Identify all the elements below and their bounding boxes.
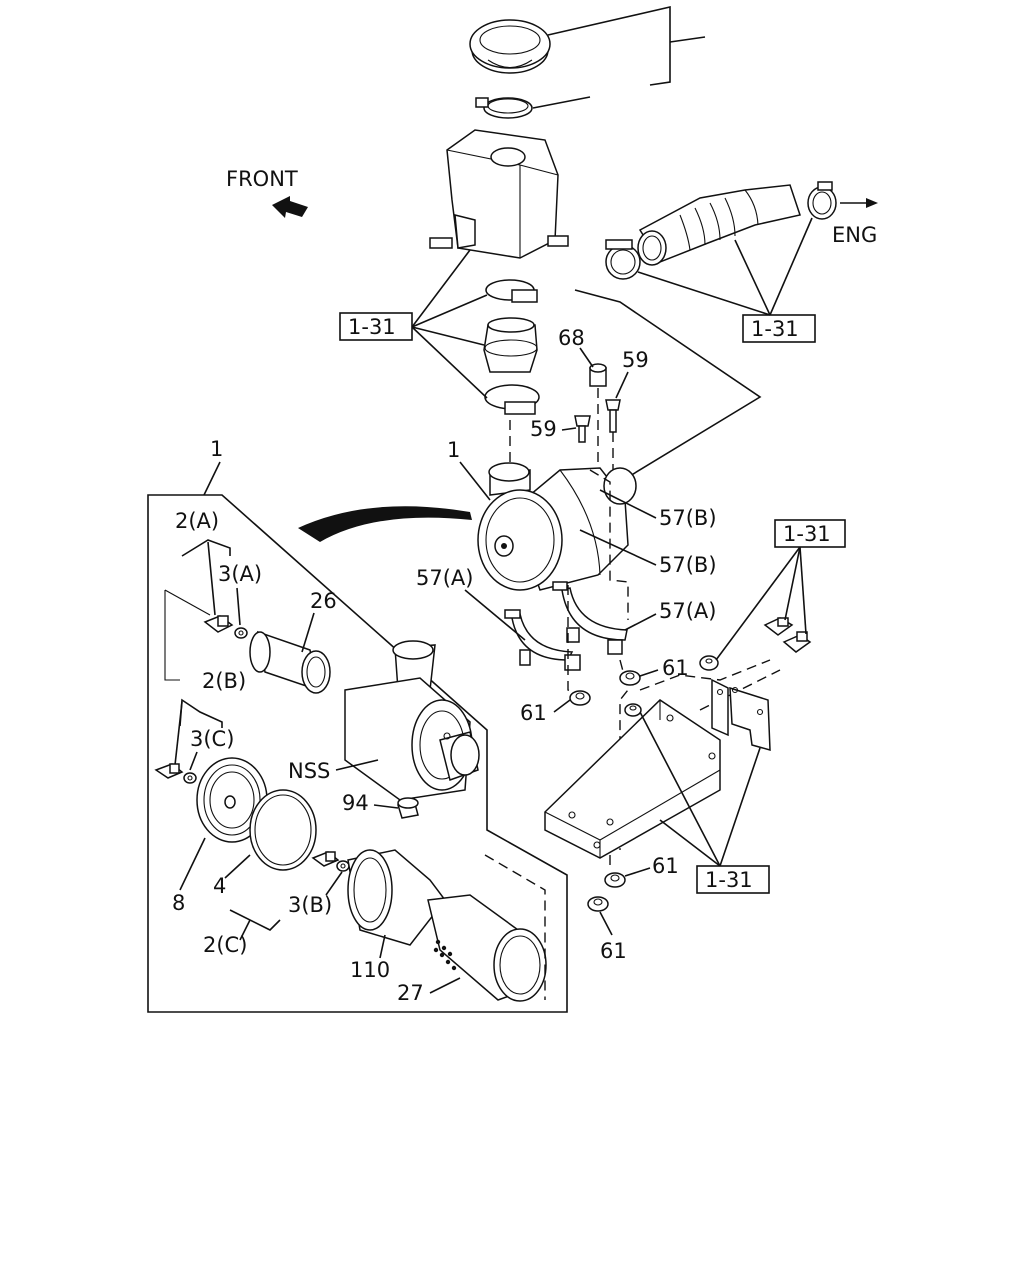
label-110: 110	[350, 958, 390, 982]
label-57b-1: 57(B)	[659, 506, 717, 530]
ref-box-2	[742, 314, 816, 343]
ref-1-31-b: 1-31	[751, 317, 799, 341]
strap-57a-right	[552, 581, 628, 655]
label-3c: 3(C)	[190, 727, 234, 751]
intake-hose	[605, 181, 837, 280]
washer-3a	[234, 627, 248, 639]
bolt-side-2	[782, 631, 812, 653]
hose-clamp-lower	[484, 384, 540, 415]
front-label: FRONT	[226, 167, 298, 191]
bolt-59-right	[605, 399, 621, 433]
side-plate-right	[729, 686, 771, 751]
label-3b: 3(B)	[288, 893, 332, 917]
valve-94	[397, 797, 419, 819]
engine-arrow-icon	[840, 198, 878, 208]
label-3a: 3(A)	[218, 562, 262, 586]
ref-1-31-a: 1-31	[348, 315, 396, 339]
label-61-c: 61	[652, 854, 679, 878]
ref-box-3	[774, 519, 846, 548]
detail-arrow-icon	[298, 506, 472, 542]
label-2b: 2(B)	[202, 669, 246, 693]
label-57b-2: 57(B)	[659, 553, 717, 577]
label-59-left: 59	[530, 417, 557, 441]
clamp-121	[475, 97, 533, 119]
nut-61-bracket	[624, 703, 642, 717]
bolt-side-1	[763, 617, 794, 636]
label-27: 27	[397, 981, 424, 1005]
label-4: 4	[213, 874, 226, 898]
precleaner-housing	[429, 129, 569, 259]
wing-bolt-2a	[203, 615, 234, 633]
rubber-boot	[483, 317, 538, 373]
label-59-right: 59	[622, 348, 649, 372]
safety-element-26	[249, 630, 331, 694]
nut-61-c	[604, 872, 626, 888]
rain-cap	[469, 19, 551, 74]
label-57a-1: 57(A)	[416, 566, 473, 590]
mounting-bracket	[544, 699, 721, 859]
label-2c: 2(C)	[203, 933, 247, 957]
ref-1-31-c: 1-31	[783, 522, 831, 546]
air-cleaner-main	[477, 462, 637, 591]
label-1-main: 1	[210, 437, 223, 461]
outer-element-27	[427, 894, 547, 1002]
ref-box-1	[339, 312, 413, 341]
engine-label: ENG	[832, 223, 877, 247]
ref-box-4	[696, 865, 770, 894]
wing-bolt-2b	[154, 763, 184, 779]
wing-bolt-2c	[311, 851, 340, 867]
bolt-59-left	[574, 415, 591, 443]
grommet-68	[589, 363, 607, 387]
label-68: 68	[558, 326, 585, 350]
side-plate-left	[711, 678, 729, 737]
gasket-4	[249, 789, 317, 871]
label-nss: NSS	[288, 759, 330, 783]
primary-element-110	[347, 849, 446, 946]
nut-61-a	[619, 670, 641, 686]
label-8: 8	[172, 891, 185, 915]
label-57a-2: 57(A)	[659, 599, 716, 623]
housing-nss	[344, 640, 480, 801]
washer-3c	[183, 772, 197, 784]
nut-61-d	[587, 896, 609, 912]
nut-side	[699, 655, 719, 671]
hose-clamp-upper	[485, 279, 538, 303]
front-arrow-icon	[272, 196, 308, 218]
detail-frame	[147, 494, 568, 1013]
label-2a: 2(A)	[175, 509, 219, 533]
washer-3b	[336, 860, 350, 872]
label-1-top: 1	[447, 438, 460, 462]
label-61-b: 61	[520, 701, 547, 725]
label-94: 94	[342, 791, 369, 815]
label-26: 26	[310, 589, 337, 613]
strap-57a-left	[504, 609, 581, 671]
label-61-d: 61	[600, 939, 627, 963]
ref-1-31-d: 1-31	[705, 868, 753, 892]
nut-61-b	[569, 690, 591, 706]
